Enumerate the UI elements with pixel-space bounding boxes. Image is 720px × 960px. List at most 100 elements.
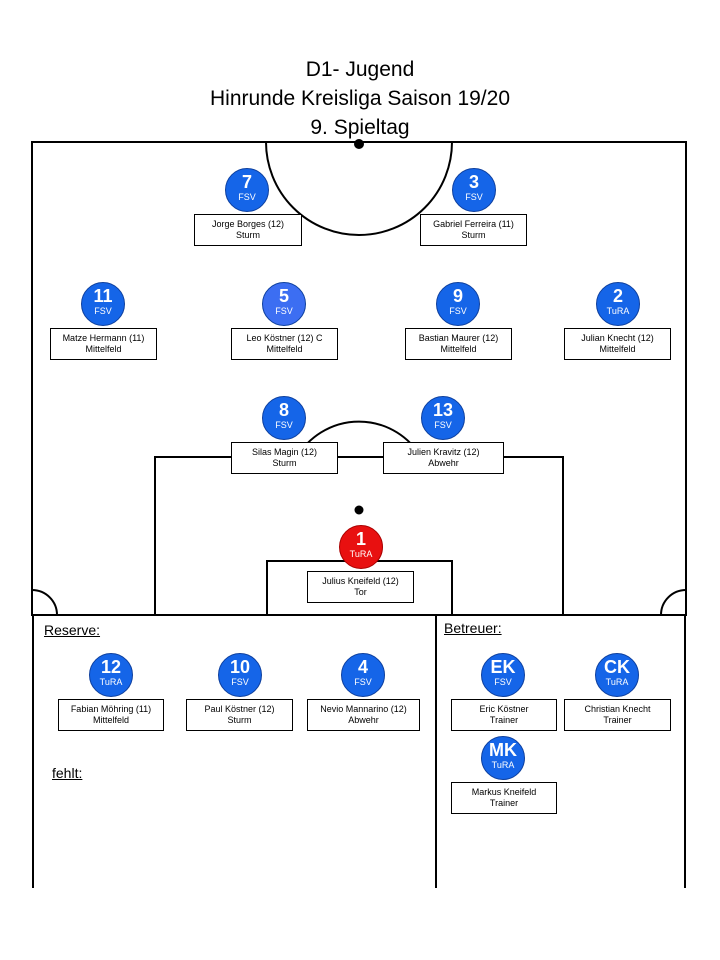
- player-info-box: Nevio Mannarino (12)Abwehr: [307, 699, 420, 731]
- player-position: Sturm: [461, 230, 486, 240]
- player-name: Leo Köstner (12) C: [246, 333, 323, 343]
- jersey-number: 4: [357, 657, 368, 677]
- player-position: Sturm: [235, 230, 260, 240]
- player-position: Mittelfeld: [599, 344, 636, 354]
- jersey-number: 1: [355, 529, 366, 549]
- team-name: FSV: [275, 420, 293, 430]
- player-name: Silas Magin (12): [251, 447, 318, 457]
- player-name: Markus Kneifeld: [471, 787, 537, 797]
- player-position: Mittelfeld: [266, 344, 303, 354]
- player-name: Gabriel Ferreira (11): [433, 219, 514, 229]
- reserve-label: Reserve:: [44, 622, 101, 638]
- center-spot: [354, 139, 364, 149]
- player-info-box: Matze Hermann (11)Mittelfeld: [50, 328, 157, 360]
- jersey-number: 11: [93, 286, 113, 306]
- title-team: D1- Jugend: [305, 58, 415, 81]
- team-name: FSV: [449, 306, 467, 316]
- jersey-number: 8: [278, 400, 289, 420]
- player-position: Abwehr: [348, 715, 379, 725]
- staff-label: Betreuer:: [444, 620, 502, 636]
- team-name: TuRA: [491, 760, 515, 770]
- jersey-number: EK: [490, 657, 516, 677]
- center-circle: [265, 141, 453, 236]
- player-name: Julian Knecht (12): [581, 333, 654, 343]
- jersey-number: 2: [612, 286, 623, 306]
- jersey-number: 13: [432, 400, 454, 420]
- jersey-number: 5: [278, 286, 289, 306]
- player-info-box: Julien Kravitz (12)Abwehr: [383, 442, 504, 474]
- player-info-box: Bastian Maurer (12)Mittelfeld: [405, 328, 512, 360]
- jersey-number: 9: [452, 286, 463, 306]
- player-name: Matze Hermann (11): [62, 333, 145, 343]
- player-position: Trainer: [489, 798, 519, 808]
- player-position: Trainer: [489, 715, 519, 725]
- jersey-number: 3: [468, 172, 479, 192]
- team-name: TuRA: [99, 677, 123, 687]
- jersey-number: 12: [100, 657, 122, 677]
- title-matchday: 9. Spieltag: [310, 116, 410, 139]
- missing-label: fehlt:: [52, 765, 83, 781]
- team-name: FSV: [354, 677, 372, 687]
- player-info-box: Julian Knecht (12)Mittelfeld: [564, 328, 671, 360]
- player-info-box: Fabian Möhring (11)Mittelfeld: [58, 699, 164, 731]
- player-name: Paul Köstner (12): [204, 704, 275, 714]
- corner-arc-right: [660, 589, 687, 616]
- player-position: Mittelfeld: [92, 715, 129, 725]
- jersey-number: CK: [604, 657, 630, 677]
- player-info-box: Paul Köstner (12)Sturm: [186, 699, 293, 731]
- player-name: Fabian Möhring (11): [70, 704, 152, 714]
- player-position: Sturm: [272, 458, 297, 468]
- player-info-box: Jorge Borges (12)Sturm: [194, 214, 302, 246]
- team-name: FSV: [94, 306, 112, 316]
- corner-arc-left: [31, 589, 58, 616]
- title-league: Hinrunde Kreisliga Saison 19/20: [209, 87, 511, 110]
- player-position: Tor: [354, 587, 367, 597]
- player-position: Mittelfeld: [440, 344, 477, 354]
- jersey-number: 10: [229, 657, 251, 677]
- team-name: FSV: [275, 306, 293, 316]
- player-info-box: Silas Magin (12)Sturm: [231, 442, 338, 474]
- penalty-arc: [296, 420, 422, 458]
- team-name: TuRA: [606, 306, 630, 316]
- team-name: TuRA: [349, 549, 373, 559]
- player-position: Abwehr: [428, 458, 459, 468]
- player-info-box: Julius Kneifeld (12)Tor: [307, 571, 414, 603]
- team-name: FSV: [465, 192, 483, 202]
- player-name: Eric Köstner: [479, 704, 529, 714]
- jersey-number: 7: [241, 172, 252, 192]
- player-name: Julius Kneifeld (12): [322, 576, 399, 586]
- team-name: FSV: [238, 192, 256, 202]
- team-name: TuRA: [605, 677, 629, 687]
- jersey-number: MK: [489, 740, 517, 760]
- player-name: Nevio Mannarino (12): [320, 704, 407, 714]
- penalty-spot: [354, 505, 364, 515]
- player-name: Bastian Maurer (12): [418, 333, 499, 343]
- player-name: Julien Kravitz (12): [407, 447, 480, 457]
- team-name: FSV: [434, 420, 452, 430]
- team-name: FSV: [494, 677, 512, 687]
- player-name: Christian Knecht: [584, 704, 651, 714]
- player-name: Jorge Borges (12): [211, 219, 285, 229]
- team-name: FSV: [231, 677, 249, 687]
